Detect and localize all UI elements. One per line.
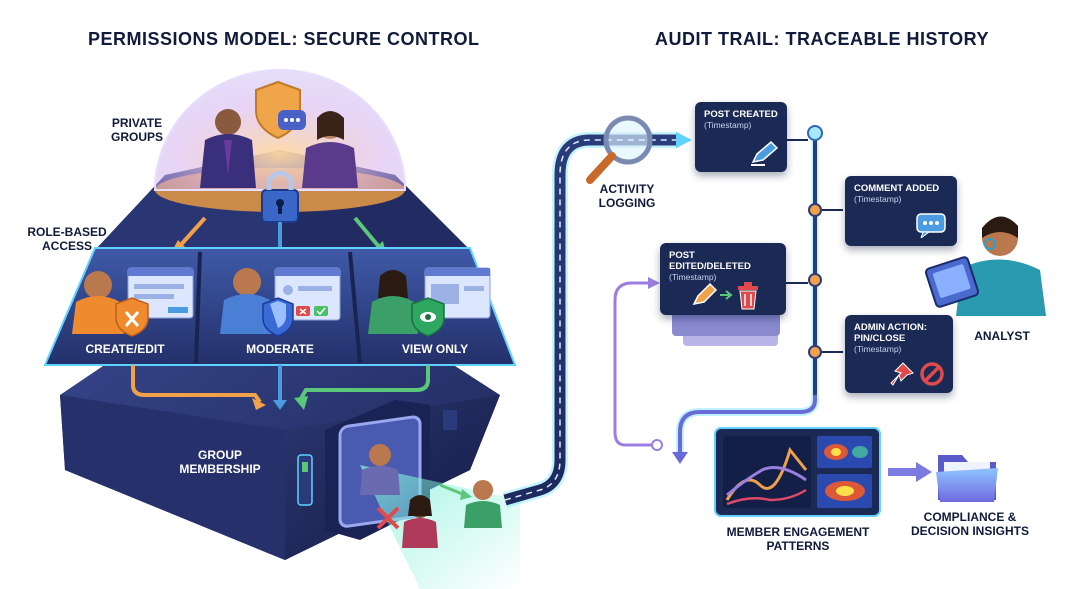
moderate-label: MODERATE [246,342,314,356]
audit-card-title: ADMIN ACTION: PIN/CLOSE [854,322,927,344]
audit-card-timestamp: (Timestamp) [854,344,902,354]
member-engagement-label: MEMBER ENGAGEMENT PATTERNS [726,525,870,553]
pin-icon [890,362,914,386]
arrow-right-icon [720,290,733,300]
group-membership-label: GROUP MEMBERSHIP [179,448,261,476]
view-only-label: VIEW ONLY [401,342,469,356]
audit-card-post-created: POST CREATED (Timestamp) [695,102,787,172]
activity-logging-label: ACTIVITY LOGGING [598,182,656,210]
audit-heading: AUDIT TRAIL: TRACEABLE HISTORY [655,29,989,49]
audit-card-admin-action: ADMIN ACTION: PIN/CLOSE (Timestamp) [845,315,953,393]
private-groups-label: PRIVATE GROUPS [110,116,163,144]
pencil-icon [751,140,779,166]
permissions-heading: PERMISSIONS MODEL: SECURE CONTROL [88,29,480,49]
trash-icon [738,282,758,310]
compliance-label: COMPLIANCE & DECISION INSIGHTS [910,510,1029,538]
audit-card-post-edited-deleted: POST EDITED/DELETED (Timestamp) [660,243,786,315]
audit-card-title: POST EDITED/DELETED [669,250,751,272]
audit-card-title: POST CREATED [704,109,778,120]
create-edit-label: CREATE/EDIT [85,342,165,356]
audit-card-timestamp: (Timestamp) [704,120,752,130]
block-icon [920,362,944,386]
audit-card-timestamp: (Timestamp) [669,272,717,282]
audit-card-comment-added: COMMENT ADDED (Timestamp) [845,176,957,246]
chat-bubble-icon [916,213,946,238]
analyst-label: ANALYST [974,329,1030,343]
pencil-icon [692,282,718,306]
role-based-access-label: ROLE-BASED ACCESS [27,225,107,253]
audit-card-timestamp: (Timestamp) [854,194,902,204]
audit-card-title: COMMENT ADDED [854,183,940,194]
